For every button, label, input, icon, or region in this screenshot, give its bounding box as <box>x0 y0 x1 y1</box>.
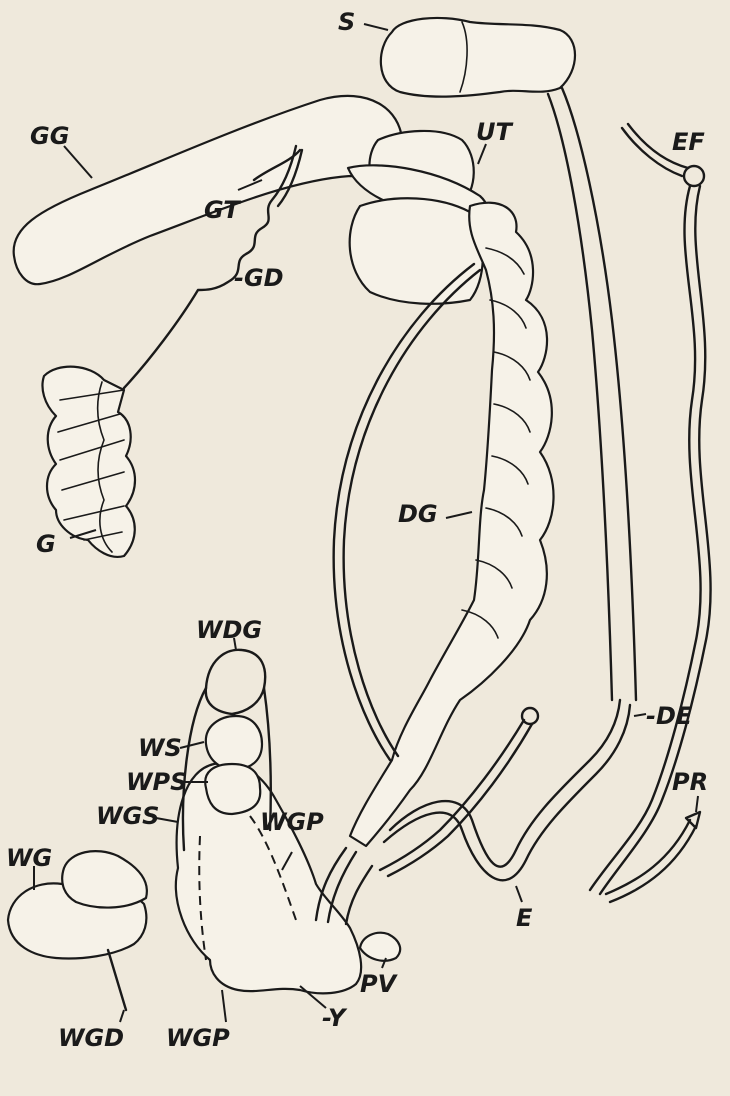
label-e: E <box>516 904 533 932</box>
label-wps: WPS <box>126 768 187 796</box>
label-ef: EF <box>672 128 705 156</box>
label-s: S <box>338 8 355 36</box>
label-g: G <box>36 530 56 558</box>
gonad-gland <box>14 96 402 284</box>
vestibule <box>176 763 361 994</box>
wgd-duct <box>108 950 126 1010</box>
lobe <box>350 198 483 304</box>
label-gt: GT <box>204 196 241 224</box>
label-wgp-lower: WGP <box>166 1024 230 1052</box>
penis-valve <box>360 933 400 961</box>
label-pv: PV <box>360 970 399 998</box>
label-wdg: WDG <box>196 616 262 644</box>
label-wgs: WGS <box>96 802 159 830</box>
label-gd: -GD <box>234 264 284 292</box>
gonad <box>43 367 136 557</box>
prostate-duct <box>606 812 700 902</box>
label-wg: WG <box>6 844 52 872</box>
label-wgp-upper: WGP <box>260 808 324 836</box>
label-de: -DE <box>646 702 693 730</box>
label-pr: PR <box>672 768 708 796</box>
label-ws: WS <box>138 734 182 762</box>
label-gg: GG <box>30 122 69 150</box>
label-wgd: WGD <box>58 1024 124 1052</box>
label-dg: DG <box>398 500 438 528</box>
label-ut: UT <box>476 118 513 146</box>
label-y: -Y <box>322 1004 348 1032</box>
